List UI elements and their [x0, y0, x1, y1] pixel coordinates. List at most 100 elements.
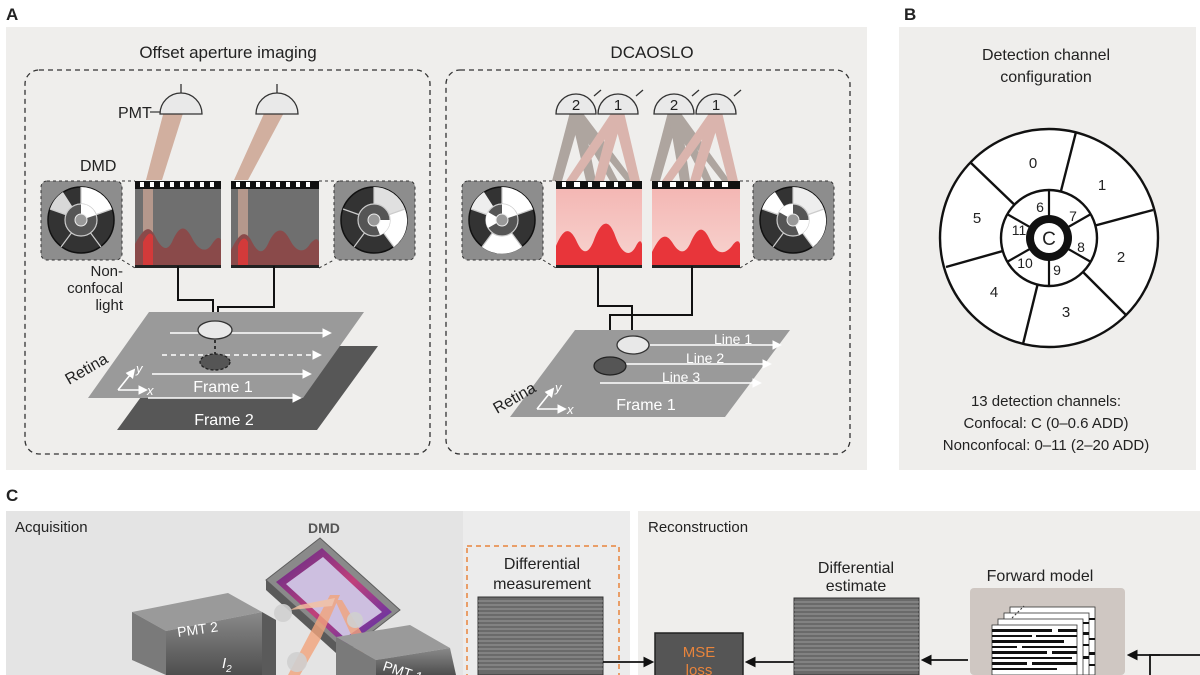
panel-b-footer-line-2: Confocal: C (0–0.6 ADD)	[963, 415, 1128, 432]
offset-aperture-wheel-left	[40, 180, 123, 261]
offset-dmd-strip-2	[231, 181, 319, 189]
panel-b-footer-line-3: Nonconfocal: 0–11 (2–20 ADD)	[943, 437, 1150, 454]
dcaoslo-dmd-panel-2	[652, 189, 740, 266]
differential-measurement-image	[477, 596, 604, 675]
dcaoslo-pmt-2	[597, 89, 644, 115]
offset-axis-x: x	[146, 383, 154, 398]
dcaoslo-axis-y: y	[554, 380, 563, 395]
offset-light-beam-2	[234, 107, 287, 180]
dcaoslo-dmd-strip-2	[652, 181, 740, 189]
panel-b-title-line-2: configuration	[1000, 69, 1092, 86]
channel-3-label: 3	[1062, 304, 1070, 321]
detection-channel-diagram	[938, 127, 1160, 349]
panel-c: C Acquisition DMD PMT 2 I2	[6, 486, 1200, 675]
pmt-2-block	[132, 593, 276, 675]
dcaoslo-frame-1-label: Frame 1	[616, 397, 676, 414]
dcaoslo-pmt-4	[695, 89, 742, 115]
i2-letter: I	[222, 655, 226, 672]
mse-loss-line-2: loss	[686, 662, 713, 675]
offset-beam-spot	[197, 320, 233, 340]
panel-b-footer-line-1: 13 detection channels:	[971, 393, 1121, 410]
channel-7-label: 7	[1069, 208, 1077, 224]
nonconfocal-label-line-1: Non-	[90, 263, 123, 280]
dcaoslo-beams-1	[552, 112, 640, 181]
dmd-label: DMD	[80, 158, 116, 175]
dmd-device-label: DMD	[308, 520, 340, 536]
dcaoslo-subpanel: DCAOSLO	[445, 43, 851, 455]
mse-loss-box	[654, 632, 744, 675]
reconstruction-title: Reconstruction	[648, 519, 748, 536]
channel-6-label: 6	[1036, 199, 1044, 215]
offset-light-beam-1	[146, 107, 185, 180]
dcaoslo-pmt-number-2: 1	[614, 97, 622, 114]
forward-model-matrix-stack	[991, 605, 1096, 675]
line-2-label: Line 2	[686, 350, 724, 366]
differential-estimate-image	[793, 597, 920, 675]
dcaoslo-pmt-1	[555, 89, 602, 115]
channel-0-label: 0	[1029, 155, 1037, 172]
dcaoslo-frame-plane	[510, 330, 790, 417]
offset-dashed-box	[24, 69, 431, 455]
dcaoslo-pmt-number-3: 2	[670, 97, 678, 114]
i2-subscript: 2	[225, 664, 232, 675]
dcaoslo-beam-spot-1	[616, 335, 650, 355]
lens-3	[347, 612, 363, 628]
dcaoslo-dashed-box	[445, 69, 851, 455]
panel-a: A Offset aperture imaging PMT DMD	[6, 5, 867, 470]
channel-5-label: 5	[973, 210, 981, 227]
offset-aperture-wheel-right	[333, 180, 416, 261]
dcaoslo-pmt-3	[653, 89, 700, 115]
dcaoslo-pmt-number-4: 1	[712, 97, 720, 114]
offset-aperture-subpanel: Offset aperture imaging PMT DMD	[24, 43, 431, 455]
dcaoslo-aperture-wheel-left	[461, 180, 544, 261]
pmt-label: PMT	[118, 105, 152, 122]
diff-estimate-line-1: Differential	[818, 560, 894, 577]
dcaoslo-title: DCAOSLO	[610, 43, 693, 62]
nonconfocal-label-line-2: confocal	[67, 280, 123, 297]
frame-2-label: Frame 2	[194, 412, 254, 429]
panel-c-letter: C	[6, 486, 18, 505]
nonconfocal-label-line-3: light	[95, 297, 123, 314]
channel-9-label: 9	[1053, 262, 1061, 278]
diff-measurement-line-1: Differential	[504, 556, 580, 573]
diff-estimate-line-2: estimate	[826, 578, 887, 595]
offset-title: Offset aperture imaging	[139, 43, 316, 62]
offset-pmt-1	[159, 84, 203, 115]
channel-10-label: 10	[1017, 255, 1033, 271]
pmt-2-label: PMT 2	[176, 618, 219, 640]
offset-beam-spot-frame-2	[199, 353, 231, 371]
dcaoslo-pmt-number-1: 2	[572, 97, 580, 114]
intensity-i2-label: I2	[222, 655, 232, 675]
panel-b-title-line-1: Detection channel	[982, 47, 1110, 64]
dcaoslo-beam-spot-2	[593, 356, 627, 376]
confocal-center	[1034, 223, 1064, 253]
pmt-1-block	[336, 625, 456, 675]
dcaoslo-axis-x: x	[566, 402, 574, 417]
dcaoslo-dmd-strip-1	[556, 181, 642, 189]
channel-11-label: 11	[1012, 222, 1027, 238]
differential-measurement-highlight	[466, 545, 620, 675]
diff-measurement-line-2: measurement	[493, 576, 591, 593]
dcaoslo-aperture-wheel-right	[752, 180, 835, 261]
channel-1-label: 1	[1098, 177, 1106, 194]
offset-dmd-panel-2	[231, 189, 319, 266]
channel-4-label: 4	[990, 284, 998, 301]
frame-1-label: Frame 1	[193, 379, 253, 396]
acquisition-title: Acquisition	[15, 519, 88, 536]
line-3-label: Line 3	[662, 369, 700, 385]
line-1-label: Line 1	[714, 331, 752, 347]
panel-a-letter: A	[6, 5, 18, 24]
offset-dmd-panel-1	[135, 189, 221, 266]
confocal-channel-label: C	[1042, 229, 1056, 250]
dcaoslo-dmd-panel-1	[556, 189, 642, 266]
lens-2	[287, 652, 307, 672]
lens-1	[274, 604, 292, 622]
offset-pmt-2	[255, 84, 299, 115]
offset-axes-icon	[117, 368, 148, 395]
offset-dmd-strip-1	[135, 181, 221, 189]
channel-2-label: 2	[1117, 249, 1125, 266]
panel-b: B Detection channel configuration	[899, 5, 1196, 470]
mse-loss-line-1: MSE	[683, 644, 716, 661]
channel-8-label: 8	[1077, 239, 1085, 255]
